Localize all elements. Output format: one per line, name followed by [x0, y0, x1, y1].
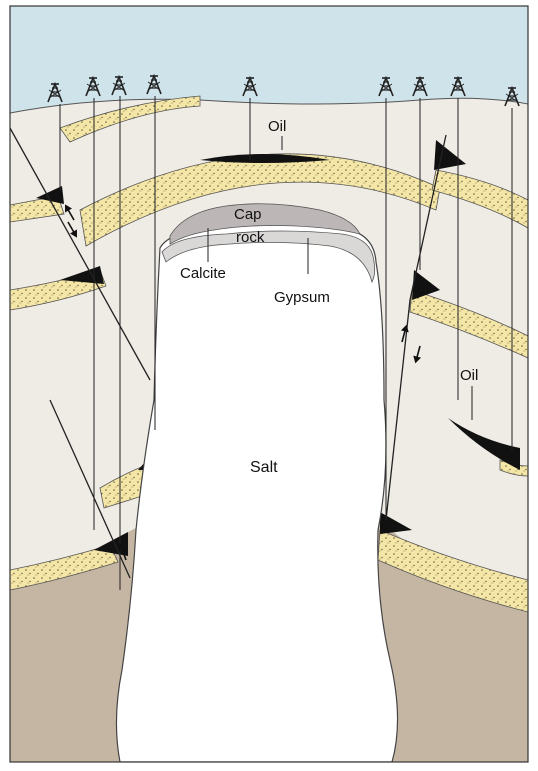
label-salt: Salt — [250, 459, 278, 476]
label-rock: rock — [236, 229, 265, 246]
label-cap: Cap — [234, 206, 262, 223]
salt-dome — [116, 225, 397, 762]
label-calcite: Calcite — [180, 265, 226, 282]
label-gypsum: Gypsum — [274, 289, 330, 306]
label-oil-right: Oil — [460, 367, 478, 384]
label-oil-top: Oil — [268, 118, 286, 135]
